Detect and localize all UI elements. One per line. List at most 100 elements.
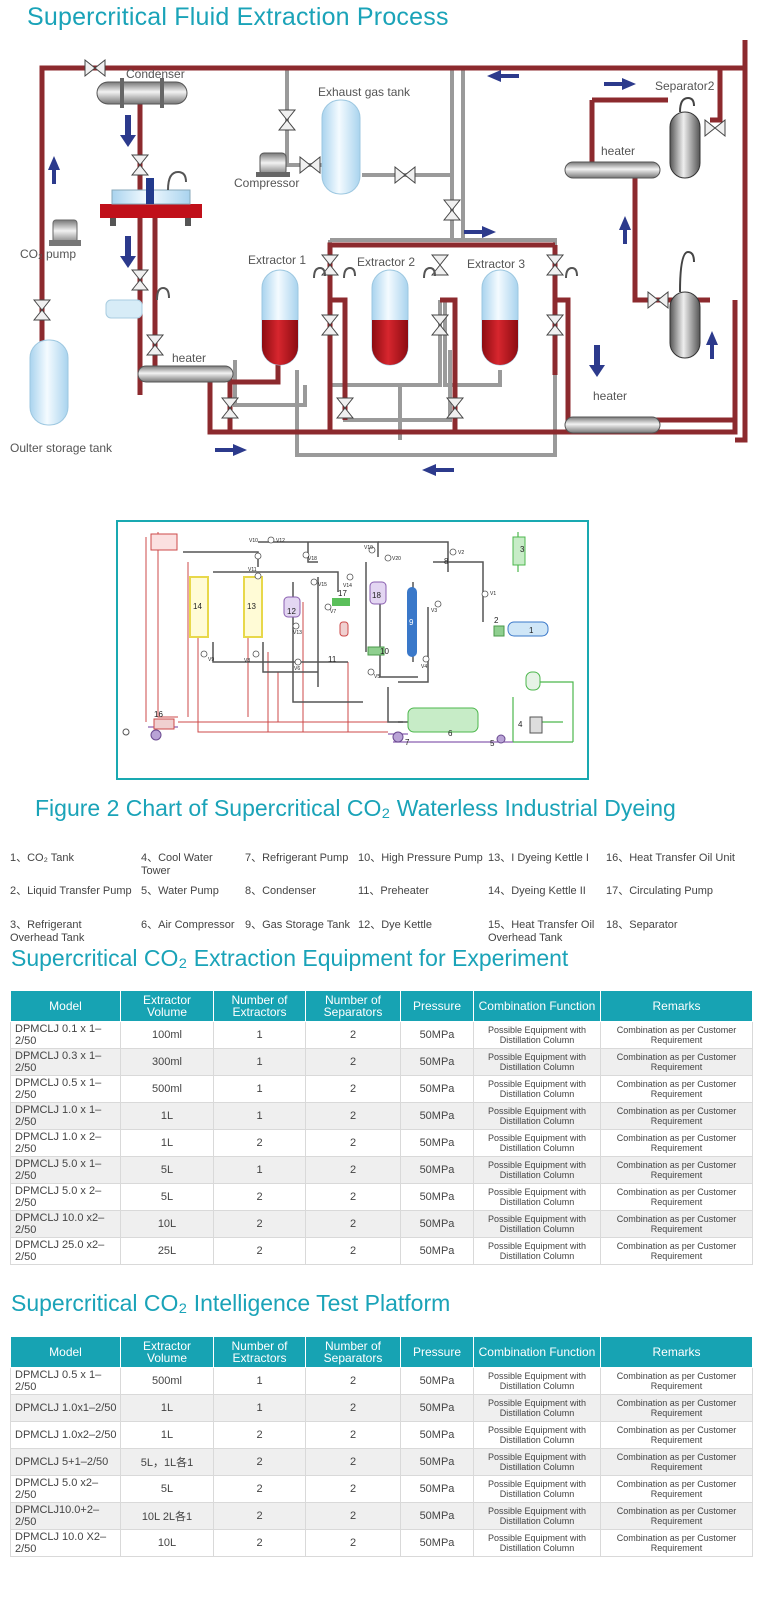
cell-model: DPMCLJ 5.0 x 1–2/50 xyxy=(10,1156,121,1184)
dye-num-18: 18 xyxy=(372,591,381,600)
dyeing-gray-pipes xyxy=(183,541,484,723)
cell-extractor-count: 2 xyxy=(213,1448,306,1476)
separator-2 xyxy=(669,96,701,179)
cell-extractor-volume: 500ml xyxy=(120,1367,214,1395)
outlet-icon xyxy=(122,728,130,736)
valve-v20: V20 xyxy=(392,556,401,562)
dye-num-12: 12 xyxy=(287,607,296,616)
cell-combination-function: Possible Equipment with Distillation Col… xyxy=(473,1502,601,1530)
circulating-pump-17 xyxy=(332,598,350,606)
valve-v2: V2 xyxy=(458,550,464,556)
red-pipe-top-right xyxy=(735,68,748,443)
valve-v6: V6 xyxy=(294,666,300,672)
legend-item: 4、Cool Water Tower xyxy=(141,852,213,877)
pump-icon xyxy=(105,286,170,319)
cell-extractor-count: 1 xyxy=(213,1156,306,1184)
cell-extractor-count: 2 xyxy=(213,1529,306,1557)
dyeing-chart-diagram: 1 2 3 4 5 6 7 8 9 10 11 12 13 14 16 17 1… xyxy=(122,532,574,748)
cell-model: DPMCLJ 0.1 x 1–2/50 xyxy=(10,1021,121,1049)
air-compressor-6 xyxy=(407,707,479,733)
cell-extractor-volume: 5L xyxy=(120,1475,214,1503)
cell-pressure: 50MPa xyxy=(400,1421,474,1449)
col-number-of-separators: Number of Separators xyxy=(305,1336,401,1368)
col-extractor-volume: Extractor Volume xyxy=(120,990,214,1022)
preheater-11 xyxy=(339,621,349,637)
cell-extractor-count: 2 xyxy=(213,1475,306,1503)
cell-combination-function: Possible Equipment with Distillation Col… xyxy=(473,1048,601,1076)
extractor-3 xyxy=(481,269,519,366)
heat-oil-unit-16 xyxy=(153,718,175,730)
cell-extractor-volume: 10L 2L各1 xyxy=(120,1502,214,1530)
label-storage-tank: Oulter storage tank xyxy=(10,441,113,455)
cell-remarks: Combination as per Customer Requirement xyxy=(600,1129,753,1157)
figure-2-title: Figure 2 Chart of Supercritical CO₂ Wate… xyxy=(35,795,676,821)
cell-extractor-count: 1 xyxy=(213,1102,306,1130)
cell-separator-count: 2 xyxy=(305,1421,401,1449)
cell-pressure: 50MPa xyxy=(400,1210,474,1238)
cell-extractor-count: 2 xyxy=(213,1421,306,1449)
cell-pressure: 50MPa xyxy=(400,1529,474,1557)
legend-item: 15、Heat Transfer Oil Overhead Tank xyxy=(488,919,595,944)
pump-7-icon xyxy=(392,731,404,743)
cell-pressure: 50MPa xyxy=(400,1502,474,1530)
legend-item: 2、Liquid Transfer Pump xyxy=(10,885,132,897)
cell-separator-count: 2 xyxy=(305,1210,401,1238)
table-header-row: Model Extractor Volume Number of Extract… xyxy=(10,1336,753,1368)
cell-extractor-volume: 10L xyxy=(120,1529,214,1557)
extraction-process-diagram: Condenser Exhaust gas tank Separator2 Co… xyxy=(10,40,748,476)
separator-18 xyxy=(369,581,387,605)
dyeing-kettle-14 xyxy=(189,576,209,638)
gas-tank-9 xyxy=(407,587,417,657)
separator-1 xyxy=(669,250,701,359)
cell-remarks: Combination as per Customer Requirement xyxy=(600,1156,753,1184)
cell-pressure: 50MPa xyxy=(400,1394,474,1422)
cell-separator-count: 2 xyxy=(305,1502,401,1530)
pump-5-icon xyxy=(496,734,506,744)
cell-remarks: Combination as per Customer Requirement xyxy=(600,1502,753,1530)
cell-remarks: Combination as per Customer Requirement xyxy=(600,1237,753,1265)
cell-separator-count: 2 xyxy=(305,1129,401,1157)
cell-model: DPMCLJ 5.0 x 2–2/50 xyxy=(10,1183,121,1211)
label-condenser: Condenser xyxy=(126,67,185,81)
cell-model: DPMCLJ 1.0 x 1–2/50 xyxy=(10,1102,121,1130)
cell-separator-count: 2 xyxy=(305,1048,401,1076)
label-heater-right-bottom: heater xyxy=(593,389,627,403)
cell-extractor-volume: 25L xyxy=(120,1237,214,1265)
cell-pressure: 50MPa xyxy=(400,1156,474,1184)
label-extractor-3: Extractor 3 xyxy=(467,257,525,271)
cell-model: DPMCLJ 1.0x1–2/50 xyxy=(10,1394,121,1422)
refrigerant-tank-3 xyxy=(512,536,526,566)
table2-title: Supercritical CO₂ Intelligence Test Plat… xyxy=(11,1290,451,1316)
dye-num-9: 9 xyxy=(409,618,414,627)
dye-num-1: 1 xyxy=(529,626,534,635)
cell-pressure: 50MPa xyxy=(400,1475,474,1503)
col-model: Model xyxy=(10,1336,121,1368)
reactor-icon xyxy=(100,170,202,226)
cell-pressure: 50MPa xyxy=(400,1237,474,1265)
extractor-2 xyxy=(371,269,409,366)
cell-combination-function: Possible Equipment with Distillation Col… xyxy=(473,1102,601,1130)
cell-pressure: 50MPa xyxy=(400,1048,474,1076)
label-exhaust-tank: Exhaust gas tank xyxy=(318,85,411,99)
cell-extractor-volume: 5L xyxy=(120,1156,214,1184)
valve-v1: V1 xyxy=(490,591,496,597)
cell-extractor-volume: 500ml xyxy=(120,1075,214,1103)
legend-item: 14、Dyeing Kettle II xyxy=(488,885,586,897)
cell-combination-function: Possible Equipment with Distillation Col… xyxy=(473,1529,601,1557)
col-combination-function: Combination Function xyxy=(473,990,601,1022)
table-header-row: Model Extractor Volume Number of Extract… xyxy=(10,990,753,1022)
valve-v7: V7 xyxy=(330,609,336,615)
cell-pressure: 50MPa xyxy=(400,1102,474,1130)
cell-model: DPMCLJ 1.0x2–2/50 xyxy=(10,1421,121,1449)
valve-v8: V8 xyxy=(244,658,250,664)
dye-num-3: 3 xyxy=(520,545,525,554)
valve-v4: V4 xyxy=(421,664,427,670)
